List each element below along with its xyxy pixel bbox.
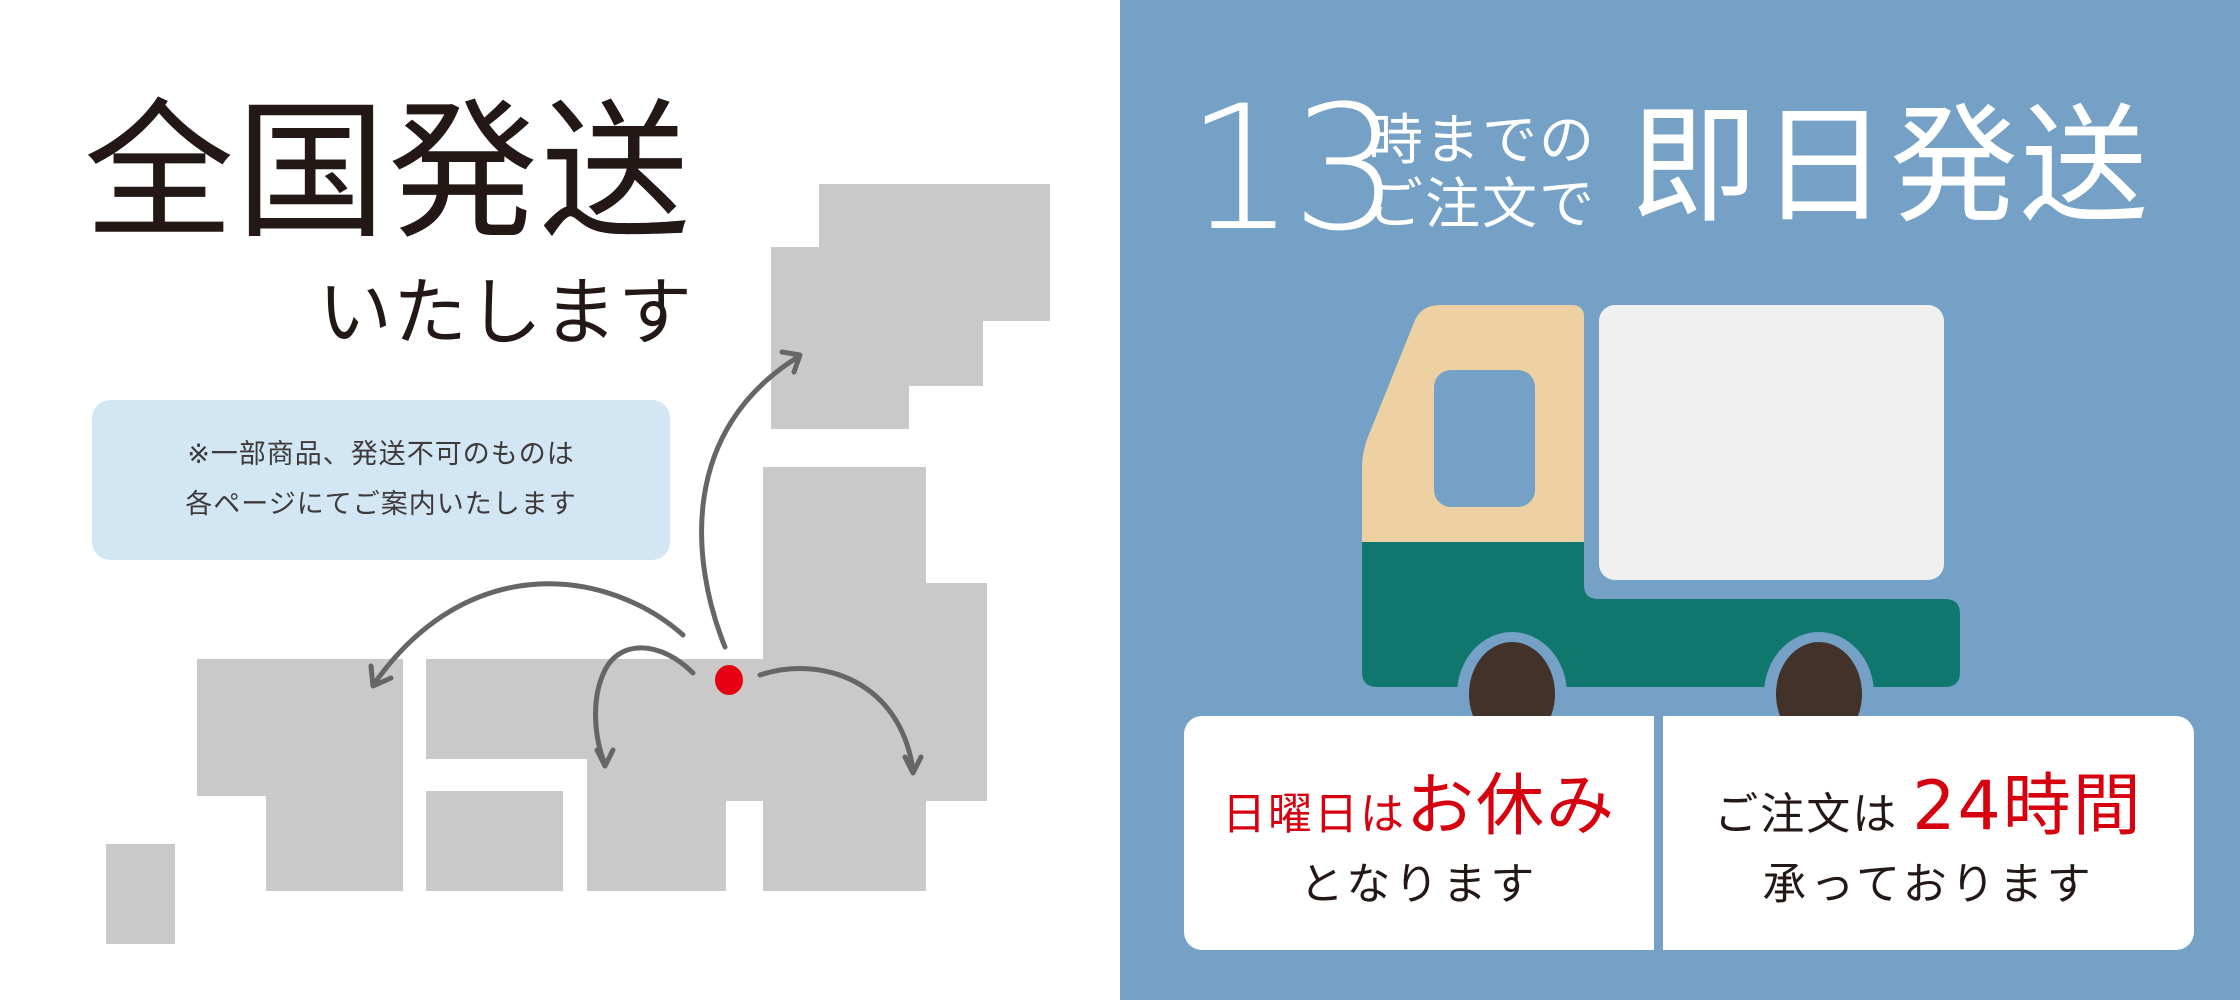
- info-card-sunday-prefix: 日曜日は: [1221, 788, 1406, 840]
- info-card-sunday-emphasis: お休み: [1405, 766, 1616, 846]
- region-east-honshu: [426, 467, 987, 891]
- delivery-arrows: [368, 349, 924, 776]
- notice-line-2: 各ページにてご案内いたします: [185, 489, 577, 520]
- cutoff-caption-line-2: ご注文で: [1368, 172, 1597, 236]
- region-okinawa: [106, 844, 175, 944]
- cutoff-caption-line-1: 時までの: [1368, 108, 1597, 172]
- info-card-24h-headline: ご注文は 24時間: [1714, 750, 2143, 849]
- info-card-24h-caption: 承っております: [1762, 858, 2095, 910]
- info-card-sunday-caption: となります: [1299, 858, 1539, 910]
- cutoff-hour: 13: [1186, 68, 1401, 269]
- region-kyushu: [197, 659, 403, 891]
- region-shikoku: [426, 791, 563, 891]
- truck-cargo: [1599, 305, 1944, 580]
- same-day-headline: 即日発送: [1630, 92, 2151, 241]
- notice-box: ※一部商品、発送不可のものは 各ページにてご案内いたします: [92, 400, 670, 560]
- origin-dot: [715, 665, 743, 695]
- arrow-southwest: [593, 645, 696, 767]
- info-card-24h-prefix: ご注文は: [1714, 788, 1899, 840]
- page-subtitle: いたします: [318, 270, 693, 356]
- truck-window: [1434, 370, 1535, 507]
- info-card-24h-emphasis: 24時間: [1912, 766, 2143, 846]
- info-card-sunday: 日曜日は お休み となります: [1184, 716, 1654, 950]
- notice-line-1: ※一部商品、発送不可のものは: [187, 439, 575, 470]
- info-card-24h: ご注文は 24時間 承っております: [1663, 716, 2194, 950]
- map-regions: [106, 184, 1050, 944]
- cutoff-caption: 時までの ご注文で: [1368, 108, 1596, 236]
- arrow-north: [699, 354, 801, 650]
- arrow-west: [371, 581, 686, 687]
- info-card-sunday-headline: 日曜日は お休み: [1222, 750, 1616, 849]
- page-title: 全国発送: [84, 86, 693, 260]
- japan-map-illustration: [106, 184, 1050, 944]
- region-hokkaido: [771, 184, 1050, 429]
- arrow-east: [757, 666, 916, 773]
